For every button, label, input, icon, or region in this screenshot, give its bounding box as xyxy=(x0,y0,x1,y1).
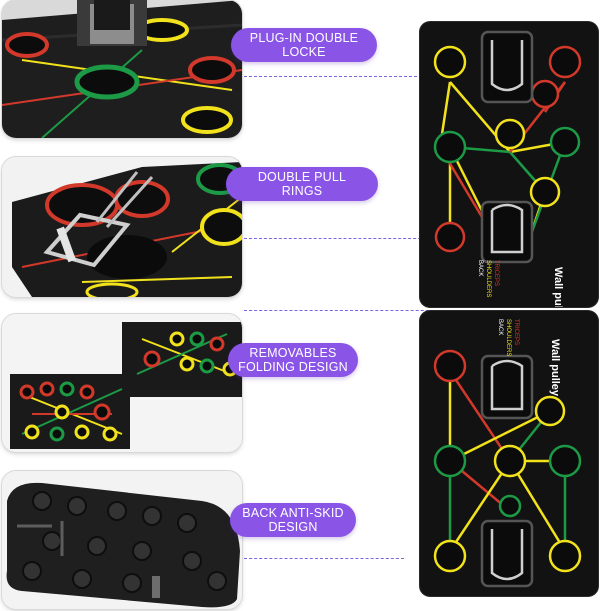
leader-line xyxy=(244,558,404,559)
callout-anti-skid: BACK ANTI-SKID DESIGN xyxy=(230,503,356,537)
legend-back: BACK xyxy=(497,319,503,335)
board-brand: Wall pulley xyxy=(549,339,561,397)
photo-pull-rings xyxy=(2,157,242,297)
leader-line xyxy=(244,76,422,77)
legend-triceps: TRICEPS xyxy=(513,319,519,345)
callout-label: BACK ANTI-SKID DESIGN xyxy=(242,506,344,534)
leader-line xyxy=(244,310,454,311)
photo-plugin-lock xyxy=(2,0,242,138)
callout-folding: REMOVABLES FOLDING DESIGN xyxy=(228,343,358,377)
legend-shoulders: SHOULDERS xyxy=(485,260,491,297)
legend-triceps: TRICEPS xyxy=(493,260,499,286)
callout-label: DOUBLE PULL RINGS xyxy=(257,170,347,198)
board-bottom-panel: Wall pulley TRICEPS SHOULDERS BACK xyxy=(420,311,598,596)
callout-label: PLUG-IN DOUBLE LOCKE xyxy=(249,31,359,59)
leader-line xyxy=(244,238,436,239)
callout-pull-rings: DOUBLE PULL RINGS xyxy=(226,167,378,201)
callout-plugin-lock: PLUG-IN DOUBLE LOCKE xyxy=(231,28,377,62)
legend-shoulders: SHOULDERS xyxy=(505,319,511,356)
photo-anti-skid xyxy=(2,471,242,609)
photo-folding xyxy=(2,314,242,452)
callout-label: REMOVABLES FOLDING DESIGN xyxy=(238,346,348,374)
board-top-panel: Wall pulley TRICEPS SHOULDERS BACK xyxy=(420,22,598,307)
board-brand: Wall pulley xyxy=(552,267,564,307)
legend-back: BACK xyxy=(477,260,483,276)
